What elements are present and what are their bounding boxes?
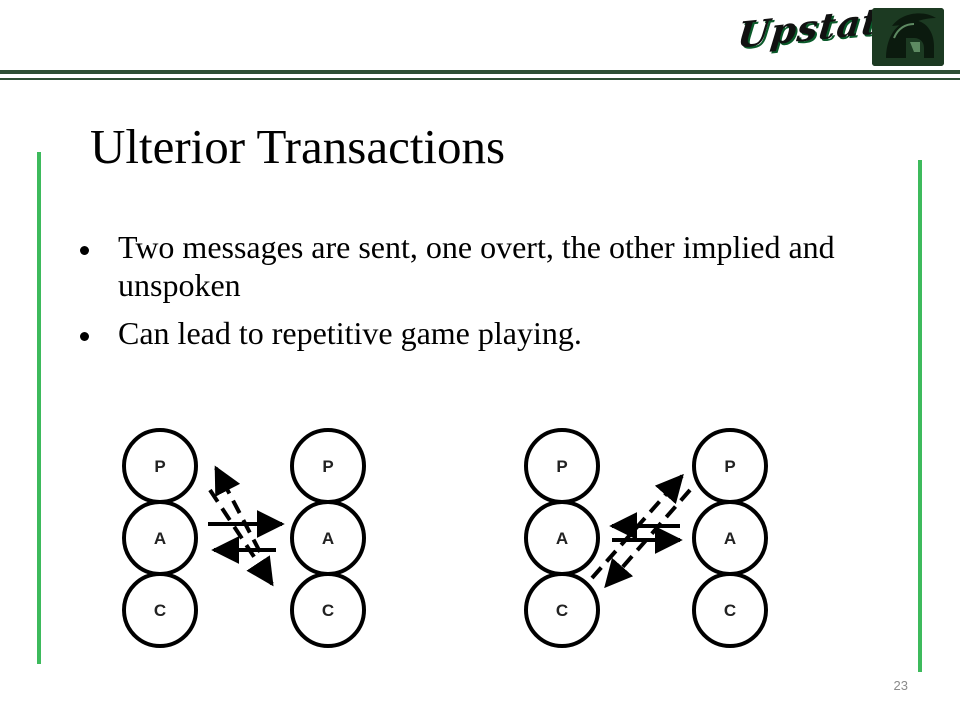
slide-title: Ulterior Transactions [90, 119, 506, 174]
ego-state-label: A [322, 529, 334, 548]
diagram-right: P A C P A C [524, 428, 768, 648]
ego-state-label: C [154, 601, 166, 620]
bullet-item: Two messages are sent, one overt, the ot… [80, 228, 880, 304]
ego-state-circle: C [122, 572, 198, 648]
ego-state-circle: C [524, 572, 600, 648]
ulterior-arrow [214, 465, 262, 553]
ego-state-label: C [322, 601, 334, 620]
header-rule-thick [0, 70, 960, 74]
ego-state-circle: A [692, 500, 768, 576]
bullet-list: Two messages are sent, one overt, the ot… [80, 228, 880, 362]
ulterior-arrow [208, 488, 274, 587]
ego-state-circle: P [692, 428, 768, 504]
ego-state-circle: P [122, 428, 198, 504]
ego-state-label: P [556, 457, 567, 476]
ego-state-label: C [556, 601, 568, 620]
ego-state-circle: C [290, 572, 366, 648]
ego-state-label: A [154, 529, 166, 548]
ego-state-label: P [724, 457, 735, 476]
bullet-item: Can lead to repetitive game playing. [80, 314, 880, 352]
ego-state-circle: A [524, 500, 600, 576]
spartan-helmet-icon [872, 8, 944, 66]
diagram-left: P A C P A C [122, 428, 366, 648]
ego-state-circle: P [524, 428, 600, 504]
ego-state-label: A [724, 529, 736, 548]
ego-state-label: A [556, 529, 568, 548]
bullet-dot-icon [80, 246, 89, 255]
page-number: 23 [893, 678, 908, 693]
ego-state-circle: C [692, 572, 768, 648]
bullet-text: Can lead to repetitive game playing. [118, 315, 582, 351]
ego-state-label: P [154, 457, 165, 476]
right-accent-bar [918, 160, 922, 672]
ego-state-circle: P [290, 428, 366, 504]
ego-state-label: P [322, 457, 333, 476]
bullet-dot-icon [80, 332, 89, 341]
ego-state-circle: A [122, 500, 198, 576]
ego-state-circle: A [290, 500, 366, 576]
bullet-text: Two messages are sent, one overt, the ot… [118, 229, 835, 303]
header-rule-thin [0, 78, 960, 80]
ego-state-label: C [724, 601, 736, 620]
left-accent-bar [37, 152, 41, 664]
